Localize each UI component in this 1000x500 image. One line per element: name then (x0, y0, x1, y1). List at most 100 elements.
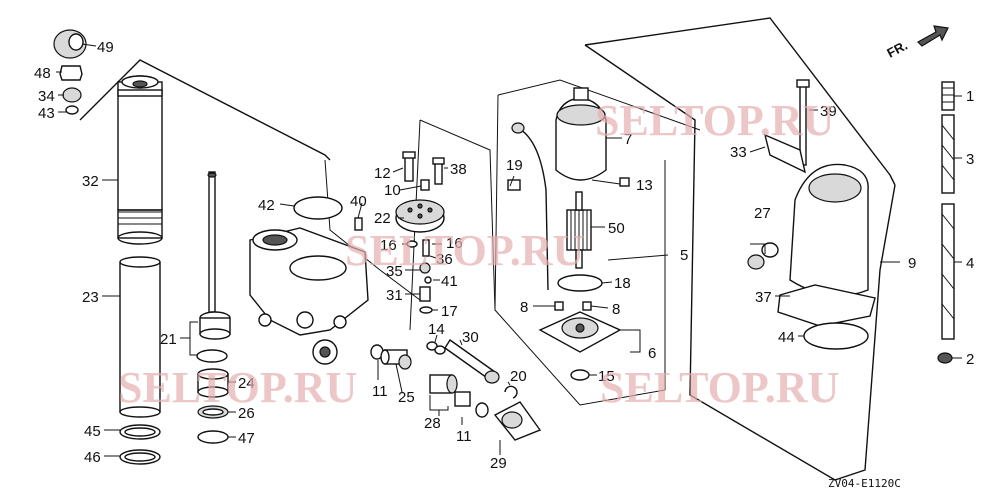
part-37-reservoir (777, 163, 876, 327)
wiring-lead (511, 122, 549, 291)
label-41: 41 (441, 273, 458, 290)
label-33: 33 (730, 144, 747, 161)
part-15-washer (570, 369, 590, 381)
part-3-hose (941, 114, 955, 194)
part-44-o-ring (803, 322, 869, 350)
label-46: 46 (84, 449, 101, 466)
part-2-clip (937, 352, 953, 364)
part-25-valve-assembly (380, 349, 412, 370)
part-17-o-ring (419, 306, 433, 314)
part-48-nut (59, 65, 83, 81)
part-12-bolt (402, 151, 416, 182)
label-25: 25 (398, 389, 415, 406)
part-27-plug (747, 242, 779, 270)
label-15: 15 (598, 368, 615, 385)
part-22-valve-plate (395, 199, 445, 233)
label-2: 2 (966, 351, 974, 368)
label-14: 14 (428, 321, 445, 338)
part-1-spring (941, 81, 955, 111)
label-22: 22 (374, 210, 391, 227)
label-16-right: 16 (446, 235, 463, 252)
part-24-piston (197, 368, 229, 398)
part-34-nut (62, 87, 82, 103)
label-30: 30 (462, 329, 479, 346)
front-direction-indicator: FR. (884, 25, 949, 61)
label-13: 13 (636, 177, 653, 194)
part-19-cable-clamp (507, 179, 521, 191)
part-18-o-ring (557, 274, 603, 292)
part-20-clip (504, 385, 518, 399)
label-38: 38 (450, 161, 467, 178)
part-21-piston-rod (196, 171, 231, 363)
label-24: 24 (238, 375, 255, 392)
part-14-o-ring (426, 341, 446, 355)
label-42: 42 (258, 197, 275, 214)
part-28-valve-assembly (429, 374, 471, 407)
part-45-washer (119, 424, 161, 440)
part-35-ball (419, 262, 431, 274)
label-19: 19 (506, 157, 523, 174)
label-21: 21 (160, 331, 177, 348)
part-42-o-ring (293, 196, 343, 220)
leader-lines (56, 43, 962, 457)
label-29: 29 (490, 455, 507, 472)
label-32: 32 (82, 173, 99, 190)
label-35: 35 (386, 263, 403, 280)
label-5: 5 (680, 247, 688, 264)
part-49-cap (53, 29, 87, 59)
label-23: 23 (82, 289, 99, 306)
label-7: 7 (624, 131, 632, 148)
label-36: 36 (436, 251, 453, 268)
part-38-bolt (432, 157, 445, 185)
label-12: 12 (374, 165, 391, 182)
part-36-spring (422, 239, 430, 257)
label-6: 6 (648, 345, 656, 362)
part-32-cylinder (117, 75, 163, 245)
label-45: 45 (84, 423, 101, 440)
valve-body (249, 227, 369, 365)
label-4: 4 (966, 255, 974, 272)
watermark: SELTOP.RU (600, 363, 839, 412)
label-8-left: 8 (520, 299, 528, 316)
label-8-right: 8 (612, 301, 620, 318)
part-26-seal (197, 405, 229, 419)
label-1: 1 (966, 88, 974, 105)
direction-label: FR. (884, 38, 910, 61)
label-40: 40 (350, 193, 367, 210)
label-18: 18 (614, 275, 631, 292)
part-number-labels: 49 48 34 43 32 23 45 46 21 24 26 47 42 1… (34, 39, 974, 472)
label-16-left: 16 (380, 237, 397, 254)
part-30-shaft (444, 338, 500, 384)
watermark: SELTOP.RU (345, 226, 584, 275)
label-27: 27 (754, 205, 771, 222)
label-11-left: 11 (372, 383, 388, 400)
part-47-o-ring (197, 430, 229, 444)
part-13-screw (619, 177, 630, 187)
label-28: 28 (424, 415, 441, 432)
label-20: 20 (510, 368, 527, 385)
label-9: 9 (908, 255, 916, 272)
part-29-plug (493, 401, 542, 441)
label-17: 17 (441, 303, 458, 320)
watermarks: SELTOP.RU SELTOP.RU SELTOP.RU SELTOP.RU (118, 96, 839, 412)
label-49: 49 (97, 39, 114, 56)
part-46-washer (119, 449, 161, 465)
part-6-brush-plate (538, 311, 622, 353)
label-50: 50 (608, 220, 625, 237)
label-47: 47 (238, 430, 255, 447)
part-4-hose (941, 203, 955, 340)
part-23-outer-tube (119, 256, 161, 418)
label-11-right: 11 (456, 428, 472, 445)
part-7-motor-housing (555, 87, 607, 181)
part-41-ball (424, 276, 432, 284)
part-8-brushes (554, 301, 592, 311)
watermark: SELTOP.RU (595, 96, 834, 145)
label-39: 39 (820, 103, 837, 120)
label-43: 43 (38, 105, 55, 122)
label-26: 26 (238, 405, 255, 422)
part-33-bracket (763, 133, 807, 174)
label-37: 37 (755, 289, 772, 306)
label-48: 48 (34, 65, 51, 82)
label-34: 34 (38, 88, 55, 105)
